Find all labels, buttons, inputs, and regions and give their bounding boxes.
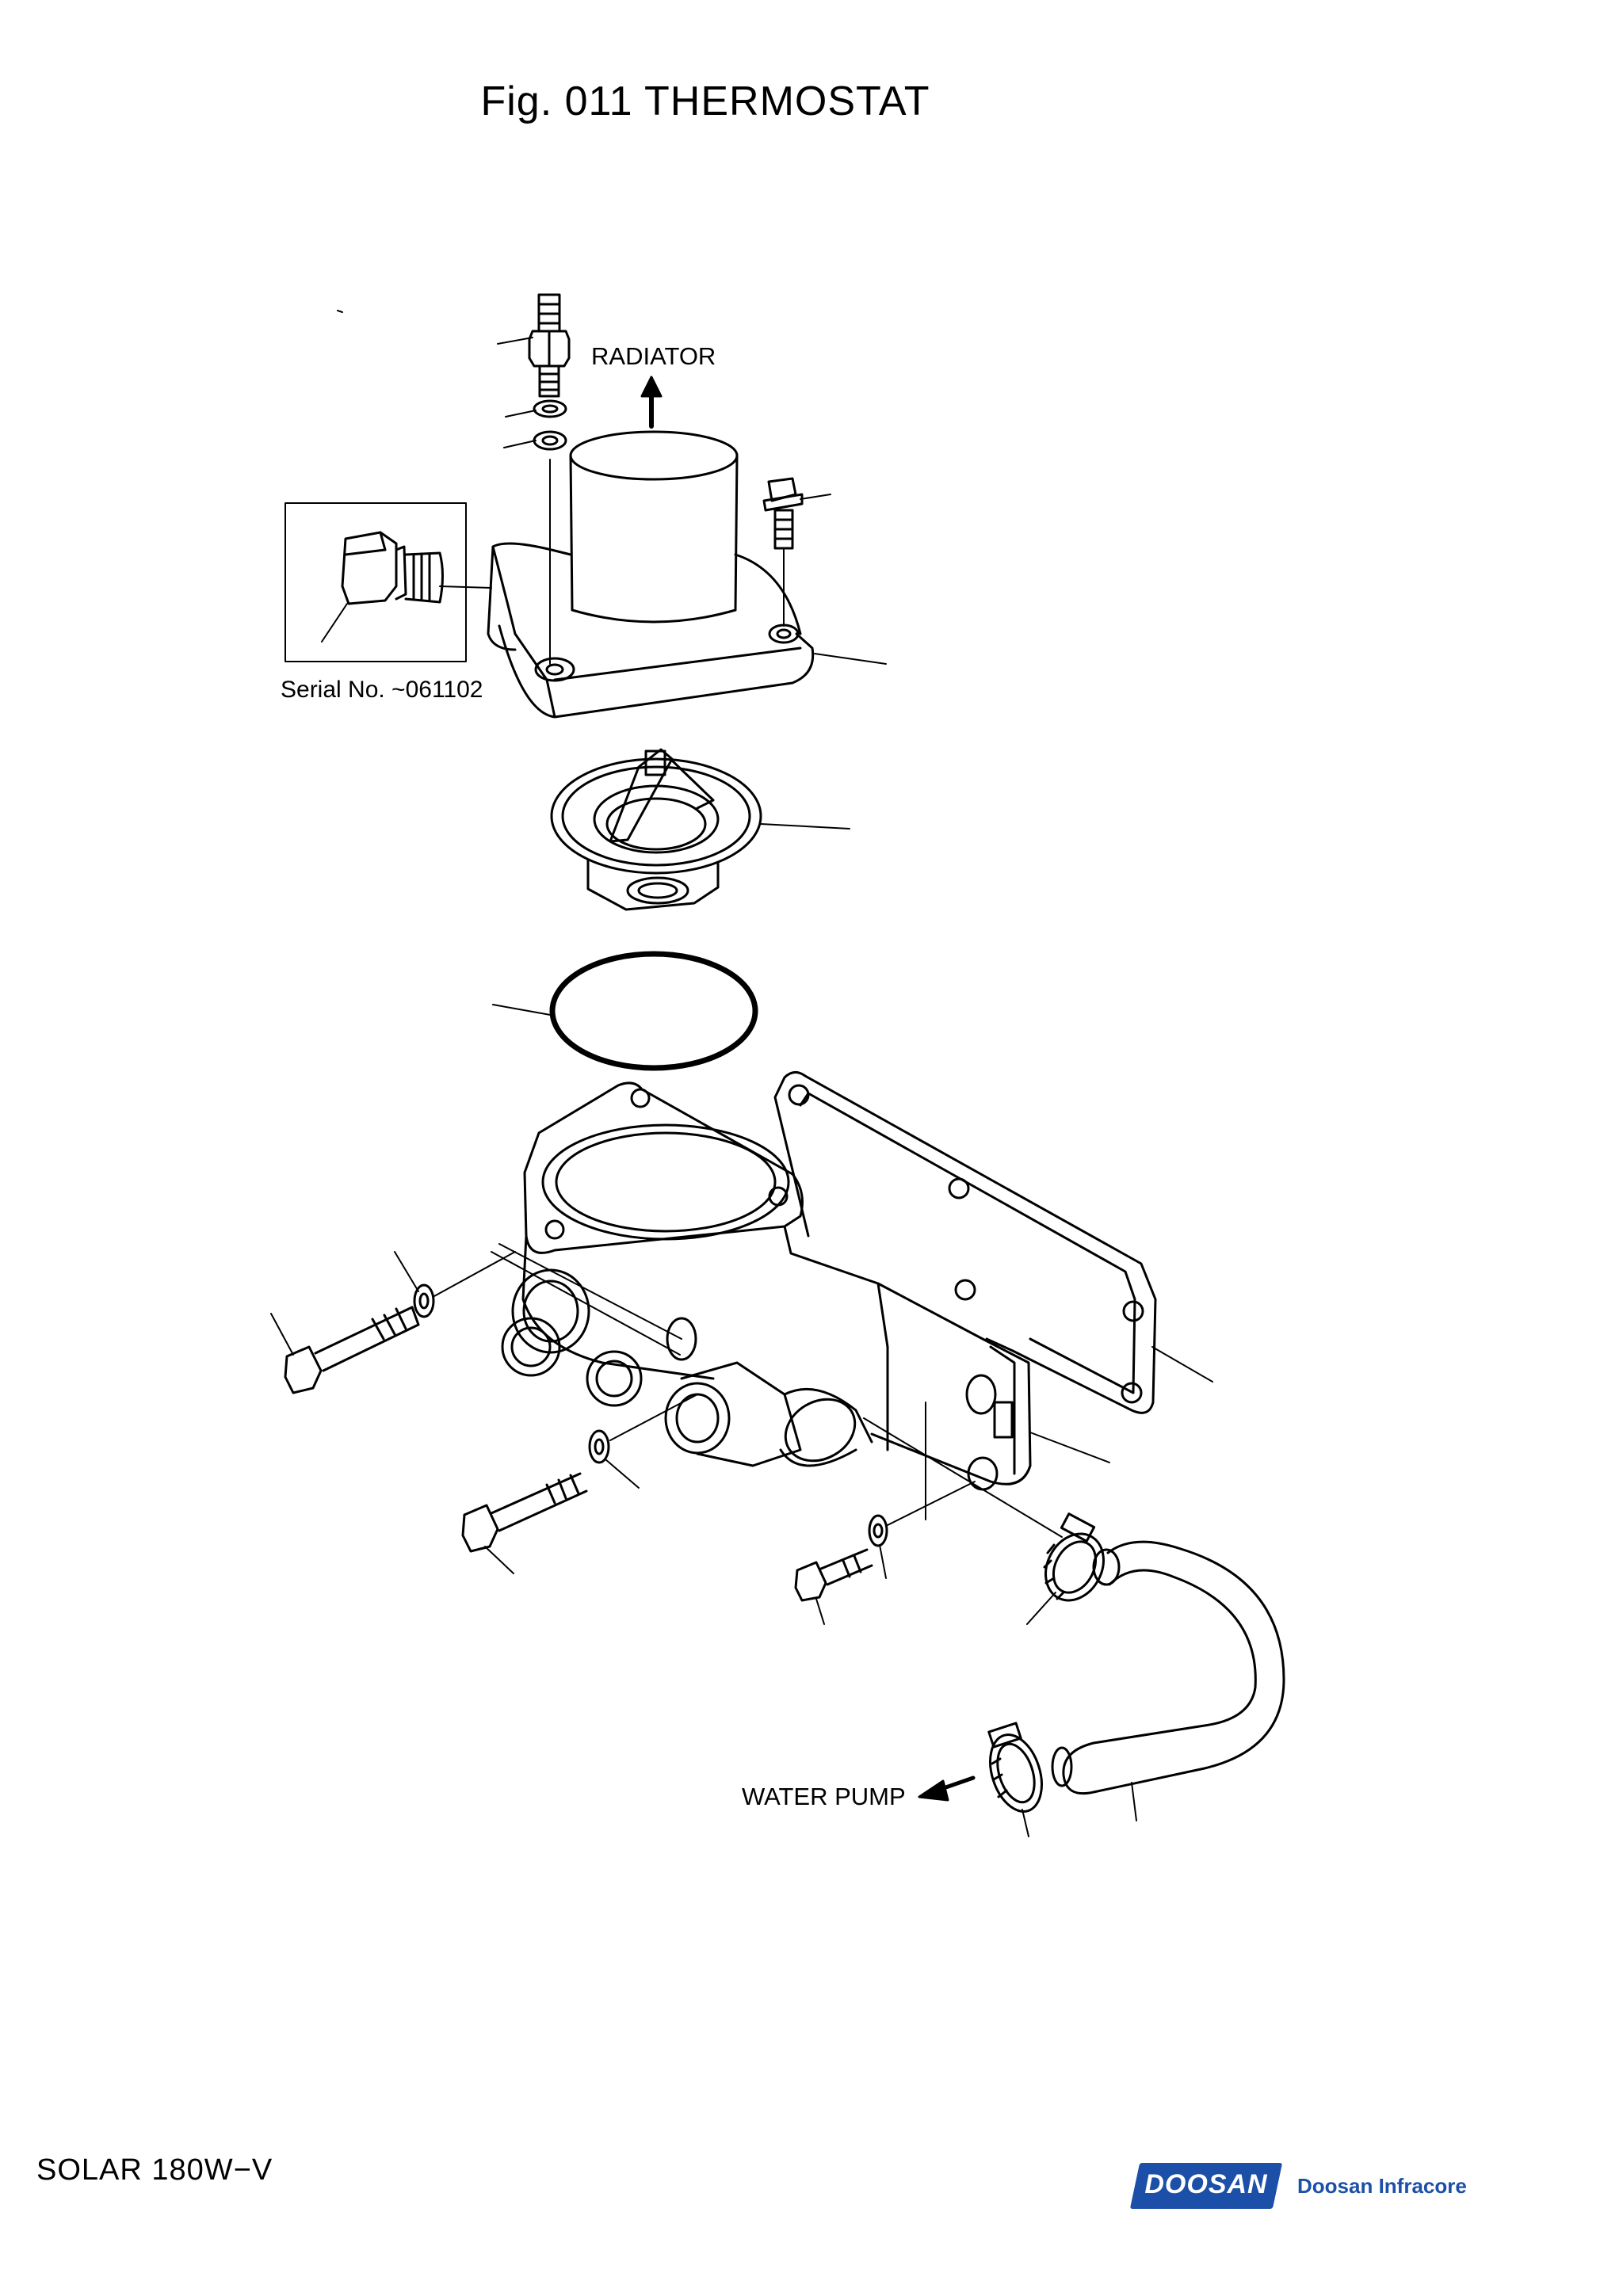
part-6-washer	[588, 1429, 610, 1464]
part-6-washer	[868, 1514, 888, 1547]
part-4-bolt	[461, 1472, 588, 1553]
part-9-thermostat-housing	[487, 430, 815, 719]
part-14-hose	[1051, 1540, 1285, 1795]
part-8-o-ring	[549, 951, 758, 1071]
figure-title: Fig. 011 THERMOSTAT	[480, 78, 930, 124]
part-10-stud-fitting	[528, 293, 571, 398]
part-16-plug-fitting	[341, 531, 492, 605]
part-12-washer	[533, 430, 567, 451]
brand-name: Doosan Infracore	[1297, 2174, 1467, 2198]
part-13-washer	[533, 399, 567, 418]
radiator-label: RADIATOR	[591, 342, 716, 370]
part-15-hose-clamp	[987, 1722, 1043, 1813]
part-7-thermostat	[550, 748, 762, 911]
part-5-bolt	[794, 1548, 873, 1602]
model-name: SOLAR 180W−V	[36, 2153, 273, 2187]
water-pump-arrow-icon	[918, 1775, 976, 1802]
part-2-gasket	[773, 1071, 1157, 1414]
part-3-bolt	[284, 1306, 420, 1394]
radiator-arrow-icon	[640, 376, 663, 429]
doosan-logo-text: DOOSAN	[1144, 2169, 1268, 2199]
serial-number-label: Serial No. ~061102	[281, 677, 483, 703]
part-6-washer	[413, 1283, 435, 1318]
part-1-outlet-body	[491, 1081, 1032, 1491]
water-pump-label: WATER PUMP	[742, 1783, 906, 1810]
part-11-bolt	[762, 477, 804, 627]
inset-box	[285, 502, 467, 662]
brand-logo: DOOSAN Doosan Infracore	[1129, 2158, 1467, 2214]
